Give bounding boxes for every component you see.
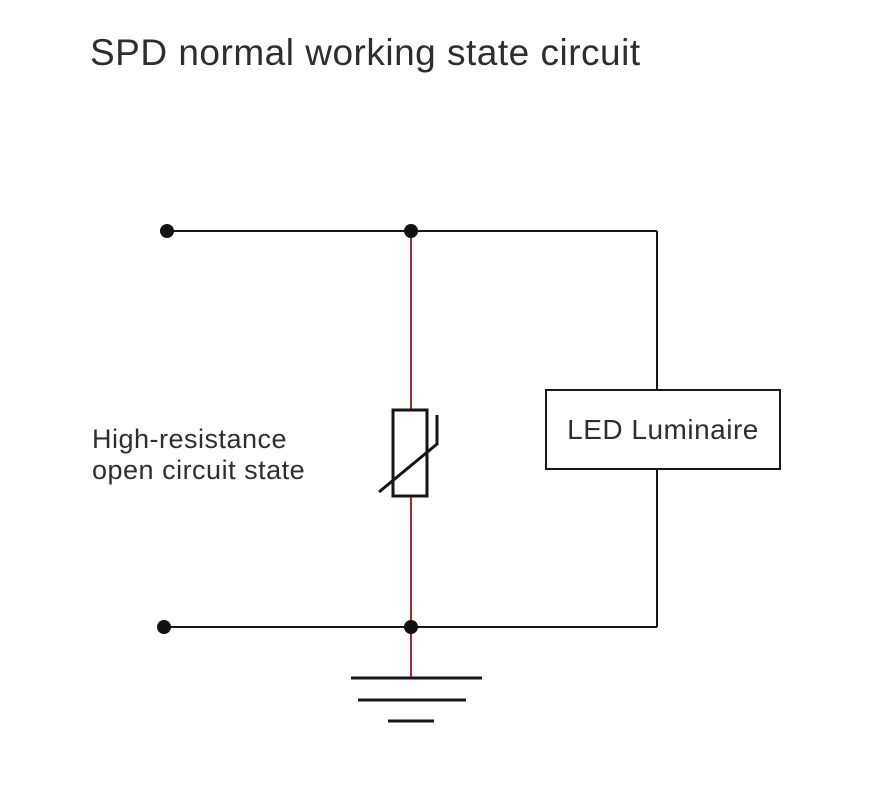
varistor-symbol: [378, 408, 439, 498]
varistor-body: [391, 408, 429, 498]
page-title: SPD normal working state circuit: [90, 32, 641, 73]
led-luminaire-box: LED Luminaire: [545, 389, 781, 470]
led-luminaire-label: LED Luminaire: [567, 413, 759, 445]
terminal-dot-bottom-left: [157, 620, 171, 634]
junction-dot-bottom: [404, 620, 418, 634]
spd-state-label: High-resistance open circuit state: [92, 424, 305, 486]
varistor-diagonal-stroke: [378, 415, 439, 494]
terminal-dot-top-left: [160, 224, 174, 238]
spd-state-label-line2: open circuit state: [92, 455, 306, 485]
junction-dot-top: [404, 224, 418, 238]
ground-symbol: [351, 676, 482, 723]
spd-state-label-line1: High-resistance: [92, 424, 288, 454]
